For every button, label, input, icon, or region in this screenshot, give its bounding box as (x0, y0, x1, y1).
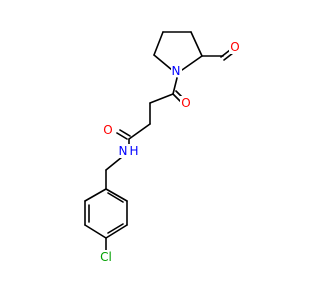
bond-c3-to-amide (128, 123, 151, 140)
bond-ring-1 (153, 54, 173, 71)
bond-benzene-1 (84, 188, 107, 202)
n-ring-label-bg (171, 63, 182, 77)
pyrrolidine-ring (153, 31, 203, 71)
bond-benzene-3 (84, 224, 107, 239)
molecule-structure: N O O O N H Cl (84, 31, 240, 264)
formyl-group (201, 49, 234, 61)
bond-amide-a (116, 132, 128, 140)
o-formyl-label-bg (229, 40, 240, 54)
o-formyl-label: O (230, 40, 239, 54)
n-ring-label: N (172, 64, 181, 78)
o-ketone-label-bg (180, 96, 191, 110)
bond-benzene-4 (105, 224, 128, 239)
bond-amide-b (119, 129, 131, 137)
bond-n-to-carbonyl (172, 77, 178, 95)
bond-cho-double-a (220, 49, 231, 58)
bond-benzene-inner-3 (107, 192, 124, 203)
cl-label-bg (96, 250, 116, 264)
cl-label: Cl (100, 250, 112, 264)
nh-amide-n-label: N (119, 144, 128, 158)
bond-benzene-6 (105, 188, 128, 202)
o-ketone-label: O (181, 96, 190, 110)
bond-ketone-a (172, 93, 182, 103)
o-amide-label-bg (103, 123, 114, 137)
bond-ring-2 (153, 31, 164, 56)
bond-nh-to-ch2 (105, 156, 123, 171)
bond-cho-double-b (223, 52, 234, 61)
o-amide-label: O (103, 123, 112, 137)
bond-ring-4 (190, 31, 203, 57)
benzene-ring (84, 188, 128, 239)
nh-amide-h-label: H (129, 144, 138, 158)
bond-ring-5 (181, 55, 203, 71)
bond-benzene-inner-2 (107, 223, 124, 234)
atom-labels: N O O O N H Cl (96, 40, 240, 264)
amide-double-bond (116, 129, 131, 140)
bond-carbonyl-to-c2 (149, 93, 174, 104)
nh-amide-label-bg (118, 144, 140, 158)
